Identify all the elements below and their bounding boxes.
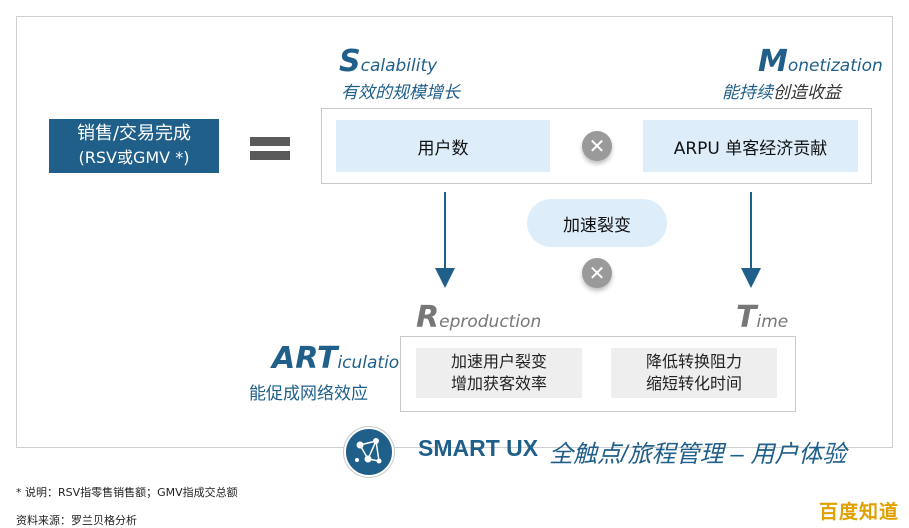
monetization-subtitle: 能持续创造收益 [722,78,841,103]
time-initial: T [736,300,757,335]
growth-line-2: 增加获客效率 [450,374,547,393]
users-cell: 用户数 [336,120,550,172]
reproduction-initial: R [416,300,440,335]
equals-sign-top-bar [250,137,290,146]
sales-completion-label: 销售/交易完成 [76,123,192,144]
left-down-arrow [435,192,455,288]
conversion-line-2: 缩短转化时间 [645,374,742,393]
articulation-rest: iculation [337,353,410,373]
growth-cell: 加速用户裂变 增加获客效率 [416,348,582,398]
monetization-subtitle-blue: 能持续 [722,83,773,103]
growth-line-1: 加速用户裂变 [450,352,547,371]
accelerate-fission-pill: 加速裂变 [527,199,667,247]
diagram-frame [16,16,893,448]
multiply-icon-2: ✕ [582,258,612,288]
watermark: 百度知道 [818,502,899,523]
scalability-subtitle: 有效的规模增长 [341,83,460,103]
journey-label: 全触点/旅程管理 – 用户体验 [549,441,847,468]
sales-completion-sublabel: (RSV或GMV *) [78,148,190,167]
monetization-initial: M [758,44,788,79]
source-note: 资料来源：罗兰贝格分析 [16,514,137,527]
scalability-title: Scalability [339,44,437,79]
scalability-rest: calability [360,56,438,76]
conversion-cell: 降低转换阻力 缩短转化时间 [611,348,777,398]
scalability-initial: S [339,44,361,79]
articulation-subtitle-dark: 网络效应 [300,384,368,404]
arpu-cell: ARPU 单客经济贡献 [643,120,858,172]
reproduction-title: Reproduction [416,300,541,335]
monetization-subtitle-dark: 创造收益 [773,83,841,103]
footnote: * 说明：RSV指零售销售额；GMV指成交总额 [16,486,238,499]
articulation-subtitle: 能促成网络效应 [249,379,368,404]
smart-ux-label: SMART UX [418,435,539,461]
equals-sign-bottom-bar [250,151,290,160]
right-down-arrow [741,192,761,288]
monetization-rest: onetization [787,56,883,76]
time-title: Time [736,300,788,335]
articulation-title: ARTiculation [272,341,410,376]
network-icon [344,427,394,477]
monetization-title: Monetization [758,44,883,79]
articulation-subtitle-blue: 能促成 [249,384,300,404]
multiply-icon: ✕ [582,131,612,161]
conversion-line-1: 降低转换阻力 [645,352,742,371]
time-rest: ime [756,312,789,332]
sales-completion-box: 销售/交易完成 (RSV或GMV *) [49,119,219,173]
reproduction-rest: eproduction [439,312,542,332]
articulation-initial: ART [272,341,338,376]
